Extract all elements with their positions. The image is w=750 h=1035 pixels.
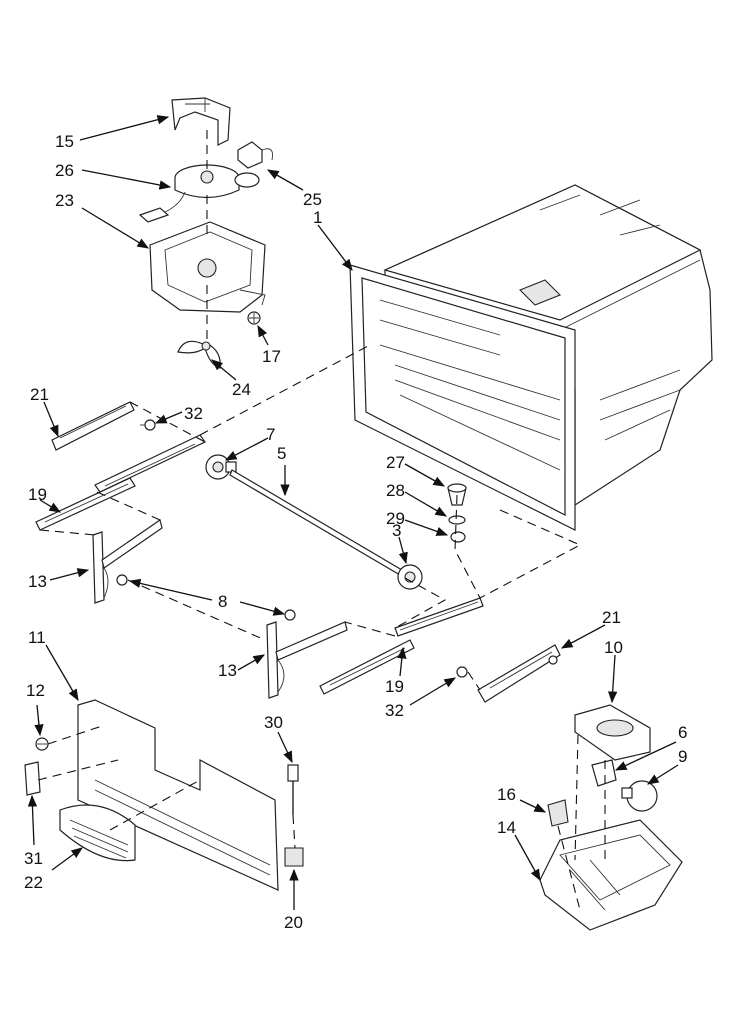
shaft-5 bbox=[229, 469, 403, 576]
rail-19-right bbox=[319, 597, 484, 695]
seal-20 bbox=[284, 847, 304, 867]
slide-bracket-13-left bbox=[92, 519, 163, 604]
label-13-left: 13 bbox=[28, 572, 47, 591]
label-12: 12 bbox=[26, 681, 45, 700]
bushing-29 bbox=[450, 531, 466, 543]
screw-32-left bbox=[140, 419, 156, 431]
label-24: 24 bbox=[232, 380, 251, 399]
slide-bracket-13-right bbox=[266, 621, 348, 699]
rail-19-left bbox=[35, 434, 206, 531]
freezer-basket bbox=[349, 184, 713, 531]
fan-motor-26 bbox=[138, 164, 240, 223]
label-5: 5 bbox=[277, 444, 286, 463]
label-29: 29 bbox=[386, 509, 405, 528]
label-21-right: 21 bbox=[602, 608, 621, 627]
label-25: 25 bbox=[303, 190, 322, 209]
label-17: 17 bbox=[262, 347, 281, 366]
label-6: 6 bbox=[678, 723, 687, 742]
screw-32-right bbox=[456, 666, 468, 678]
label-16: 16 bbox=[497, 785, 516, 804]
thermistor-30 bbox=[287, 764, 299, 815]
label-14: 14 bbox=[497, 818, 516, 837]
rear-cover-11 bbox=[77, 699, 279, 891]
label-9: 9 bbox=[678, 747, 687, 766]
label-13-right: 13 bbox=[218, 661, 237, 680]
label-27: 27 bbox=[386, 453, 405, 472]
label-22: 22 bbox=[24, 873, 43, 892]
screw-8-right bbox=[284, 609, 296, 621]
label-3: 3 bbox=[392, 521, 401, 540]
label-32-right: 32 bbox=[385, 701, 404, 720]
callout-labels: 15 26 23 25 1 17 24 21 32 7 5 19 27 28 2… bbox=[24, 132, 687, 932]
fan-housing-23 bbox=[149, 221, 266, 313]
gear-3 bbox=[397, 564, 423, 590]
screw-12 bbox=[35, 737, 49, 751]
label-31: 31 bbox=[24, 849, 43, 868]
socket-6 bbox=[591, 759, 617, 787]
thermistor-25 bbox=[234, 141, 273, 188]
label-11: 11 bbox=[28, 628, 46, 647]
lens-10 bbox=[574, 704, 651, 761]
rail-bracket-21-left bbox=[51, 401, 135, 451]
screw-8-left bbox=[116, 574, 128, 586]
clip-31 bbox=[24, 761, 41, 796]
fan-blade-24 bbox=[177, 340, 221, 369]
label-20: 20 bbox=[284, 913, 303, 932]
bulb-9 bbox=[621, 780, 658, 812]
label-7: 7 bbox=[266, 425, 275, 444]
label-32-left: 32 bbox=[184, 404, 203, 423]
label-28: 28 bbox=[386, 481, 405, 500]
label-26: 26 bbox=[55, 161, 74, 180]
label-10: 10 bbox=[604, 638, 623, 657]
washer-28 bbox=[448, 515, 466, 525]
screw-17 bbox=[247, 311, 261, 325]
label-1: 1 bbox=[313, 208, 322, 227]
assembly-dashed-lines bbox=[37, 130, 606, 911]
label-19-right: 19 bbox=[385, 677, 404, 696]
label-19-left: 19 bbox=[28, 485, 47, 504]
switch-16 bbox=[547, 799, 569, 827]
leader-arrows bbox=[27, 115, 679, 910]
label-30: 30 bbox=[264, 713, 283, 732]
label-15: 15 bbox=[55, 132, 74, 151]
grille-22 bbox=[59, 804, 136, 862]
label-21-left: 21 bbox=[30, 385, 49, 404]
rail-bracket-21-right bbox=[477, 644, 561, 703]
label-23: 23 bbox=[55, 191, 74, 210]
fan-bracket-15 bbox=[171, 97, 231, 146]
label-8: 8 bbox=[218, 592, 227, 611]
light-housing-14 bbox=[539, 819, 683, 931]
